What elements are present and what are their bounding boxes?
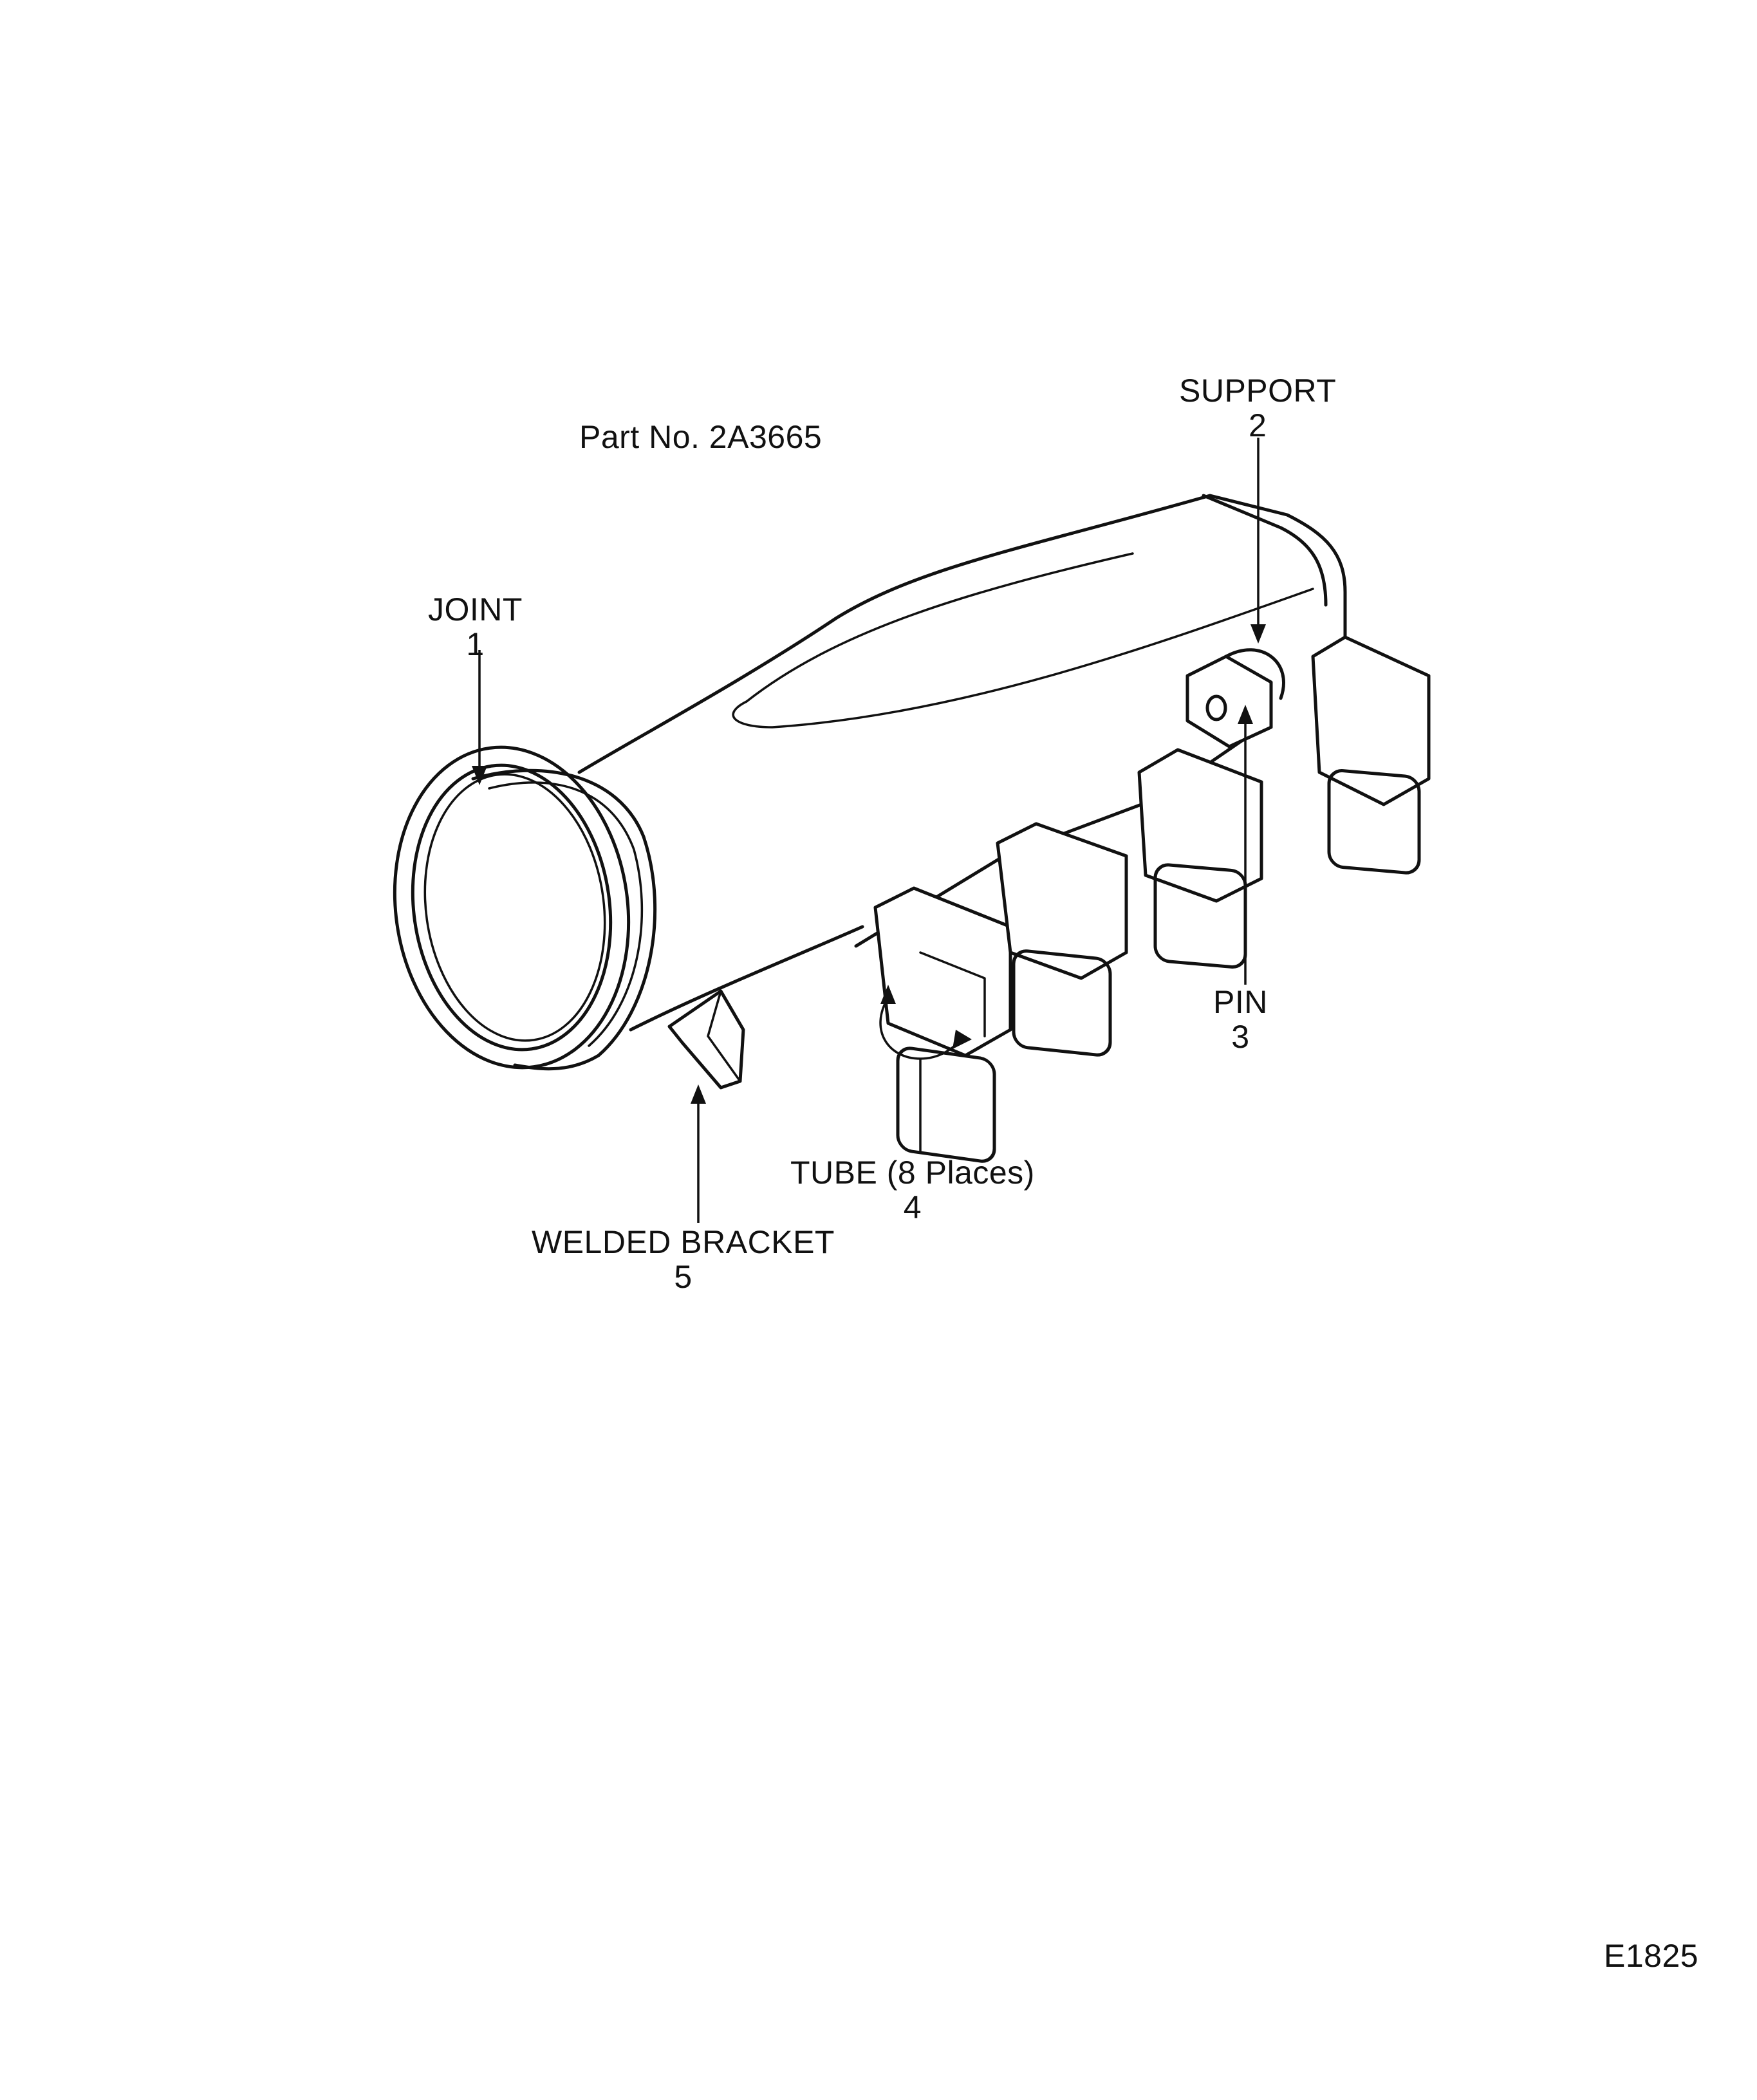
figure-id: E1825 xyxy=(1604,1938,1699,1974)
leader-pin xyxy=(1238,705,1253,985)
callout-joint-number: 1 xyxy=(466,626,485,662)
callout-welded-bracket: WELDED BRACKET 5 xyxy=(532,1225,835,1294)
tube-3 xyxy=(1137,748,1263,969)
callout-pin-number: 3 xyxy=(1231,1019,1250,1055)
callout-tube-name: TUBE (8 Places) xyxy=(790,1155,1035,1191)
callout-tube: TUBE (8 Places) 4 xyxy=(790,1155,1035,1225)
leader-joint xyxy=(472,650,487,785)
callout-welded-bracket-number: 5 xyxy=(674,1259,693,1295)
leader-tube xyxy=(879,985,972,1152)
callout-support-number: 2 xyxy=(1248,407,1267,443)
part-number-label: Part No. 2A3665 xyxy=(579,419,823,455)
callout-pin-name: PIN xyxy=(1213,984,1268,1020)
joint-ring xyxy=(393,745,657,1071)
support-bracket xyxy=(1185,648,1285,748)
callout-support-name: SUPPORT xyxy=(1179,373,1337,409)
tube-2 xyxy=(996,822,1128,1057)
callout-tube-number: 4 xyxy=(903,1189,922,1225)
callout-support: SUPPORT 2 xyxy=(1179,373,1336,443)
tube-1 xyxy=(873,886,1012,1163)
callout-pin: PIN 3 xyxy=(1213,985,1268,1054)
tube-4 xyxy=(1311,635,1431,875)
callout-joint: JOINT 1 xyxy=(428,592,523,662)
leader-support xyxy=(1250,438,1266,644)
callout-joint-name: JOINT xyxy=(428,591,523,627)
callout-welded-bracket-name: WELDED BRACKET xyxy=(532,1224,835,1260)
welded-bracket xyxy=(667,989,745,1090)
leader-welded-bracket xyxy=(691,1084,706,1223)
